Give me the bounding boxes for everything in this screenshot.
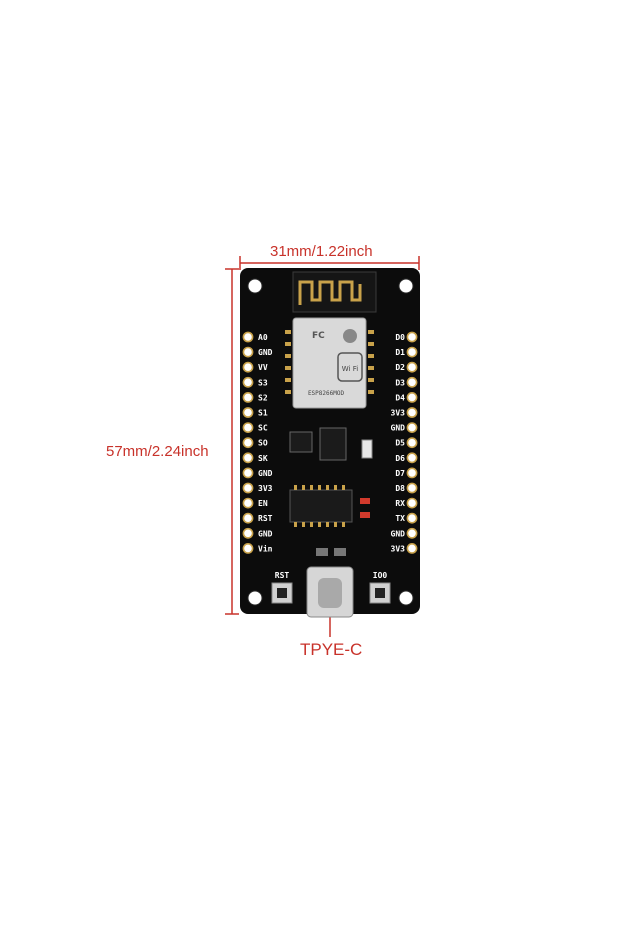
left-pin-label: EN: [258, 499, 268, 508]
right-pin-label: D3: [395, 378, 405, 387]
left-pin-label: SK: [258, 454, 268, 463]
left-pin-label: A0: [258, 333, 268, 342]
right-pin-pad: [406, 512, 418, 524]
right-pin-pad: [406, 467, 418, 479]
left-pin-pad: [242, 346, 254, 358]
module-model-text: ESP8266MOD: [308, 390, 345, 397]
left-pin-label: VV: [258, 363, 268, 372]
left-pin-pad: [242, 482, 254, 494]
right-pin-label: D4: [395, 393, 405, 402]
right-pin-pad: [406, 482, 418, 494]
right-pin-label: D5: [395, 439, 405, 448]
mounting-hole: [398, 590, 414, 606]
left-pin-pad: [242, 497, 254, 509]
left-pin-label: RST: [258, 514, 273, 523]
left-pin-label: GND: [258, 348, 273, 357]
left-pin-label: Vin: [258, 543, 273, 553]
right-pin-label: GND: [391, 529, 406, 538]
dimension-lines: [225, 256, 420, 637]
left-pin-label: GND: [258, 529, 273, 538]
right-pin-pad: [406, 422, 418, 433]
usb-serial-chip: [289, 489, 353, 523]
right-pin-pad: [406, 376, 418, 388]
pcb-antenna-trace: [298, 280, 362, 305]
usb-c-opening: [318, 578, 342, 608]
voltage-regulator: [289, 431, 313, 453]
left-pin-label: SO: [258, 439, 268, 448]
wifi-logo-text: Wi Fi: [342, 365, 358, 373]
left-pin-pad: [242, 376, 254, 388]
left-pin-pad: [242, 543, 254, 554]
left-pin-pad: [242, 512, 254, 524]
mounting-hole: [247, 278, 263, 294]
left-pin-pad: [242, 467, 254, 479]
right-pin-pad: [406, 346, 418, 358]
right-pin-label: 3V3: [391, 544, 406, 553]
right-pin-label: D8: [395, 484, 405, 493]
mounting-hole: [398, 278, 414, 294]
right-pin-pad: [406, 331, 418, 343]
right-pin-pad: [406, 543, 418, 554]
espressif-logo-icon: [343, 329, 357, 343]
left-pin-pad: [242, 407, 254, 418]
left-pin-pad: [242, 422, 254, 433]
left-pin-label: S1: [258, 409, 268, 418]
module-pads: [285, 330, 374, 394]
right-pin-label: D7: [395, 469, 405, 478]
width-dimension-label: 31mm/1.22inch: [270, 243, 373, 260]
fcc-mark: FC: [312, 331, 325, 341]
right-pin-pad: [406, 407, 418, 418]
right-pin-label: 3V3: [391, 409, 406, 418]
right-pin-label: D1: [395, 348, 405, 357]
port-type-label: TPYE-C: [300, 640, 363, 659]
diode: [361, 439, 373, 459]
right-pin-pad: [406, 437, 418, 449]
right-pin-pad: [406, 361, 418, 373]
wifi-logo-icon: [337, 352, 363, 382]
left-pin-pad: [242, 452, 254, 464]
right-pin-pad: [406, 527, 418, 539]
mounting-hole: [247, 590, 263, 606]
mounting-holes: [247, 278, 414, 606]
regulator-tab: [319, 427, 347, 461]
chip-pins: [294, 485, 345, 527]
rst-button-label: RST: [275, 571, 290, 580]
left-pin-pad: [242, 391, 254, 403]
left-pin-label: S2: [258, 393, 268, 402]
antenna-area: [292, 271, 377, 313]
right-pin-pad: [406, 497, 418, 509]
status-led: [360, 498, 370, 504]
left-pin-label: GND: [258, 469, 273, 478]
right-pin-pad: [406, 452, 418, 464]
left-pin-pad: [242, 361, 254, 373]
left-pin-pad: [242, 527, 254, 539]
right-pin-label: RX: [395, 499, 405, 508]
capacitor: [334, 548, 346, 556]
right-pin-label: TX: [395, 514, 405, 523]
right-pin-pad: [406, 391, 418, 403]
left-pin-pad: [242, 437, 254, 449]
rst-button-cap: [277, 588, 287, 598]
left-pin-label: SC: [258, 424, 268, 433]
io0-button-label: IO0: [373, 571, 388, 580]
height-dimension-label: 57mm/2.24inch: [106, 443, 209, 460]
status-led: [360, 512, 370, 518]
left-pin-pad: [242, 331, 254, 343]
capacitor: [316, 548, 328, 556]
io0-button-cap: [375, 588, 385, 598]
left-pin-label: S3: [258, 378, 268, 387]
left-pin-label: 3V3: [258, 484, 273, 493]
right-pin-label: GND: [391, 424, 406, 433]
right-pin-label: D2: [395, 363, 405, 372]
right-pin-label: D6: [395, 454, 405, 463]
right-pin-label: D0: [395, 333, 405, 342]
